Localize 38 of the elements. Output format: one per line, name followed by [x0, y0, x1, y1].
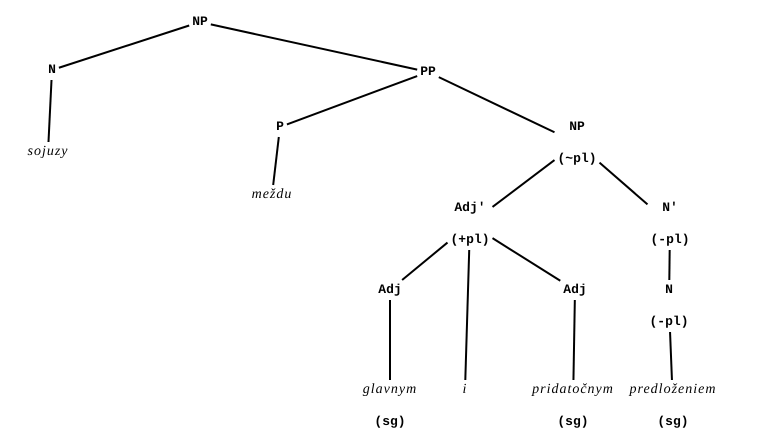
feature-label: (sg)	[657, 414, 689, 430]
category-label: Adj'	[454, 200, 486, 216]
tree-branch	[58, 24, 190, 69]
category-label: N'	[662, 200, 678, 216]
category-label: PP	[420, 64, 436, 80]
category-label: N	[48, 62, 56, 78]
tree-branch	[48, 80, 52, 142]
tree-branch	[389, 300, 391, 380]
word-label: pridatočnym	[532, 382, 614, 398]
feature-label: (+pl)	[450, 232, 490, 248]
feature-label: (~pl)	[558, 151, 596, 167]
word-label: sojuzy	[28, 144, 68, 160]
tree-branch	[210, 23, 418, 71]
tree-branch	[668, 250, 671, 280]
word-label: i	[462, 382, 468, 398]
tree-branch	[272, 136, 280, 186]
category-label: P	[276, 119, 284, 135]
tree-branch	[492, 237, 561, 282]
category-label: NP	[192, 14, 208, 30]
tree-branch	[572, 300, 576, 380]
tree-branch	[401, 242, 448, 281]
word-label: predloženiem	[630, 382, 716, 398]
tree-branch	[438, 76, 555, 134]
tree-branch	[598, 162, 648, 206]
tree-branch	[669, 332, 673, 380]
tree-branch	[492, 159, 556, 208]
feature-label: (sg)	[557, 414, 589, 430]
feature-label: (-pl)	[650, 314, 688, 330]
category-label: NP	[569, 119, 585, 135]
word-label: glavnym	[362, 382, 418, 398]
category-label: Adj	[563, 282, 587, 298]
tree-branch	[464, 250, 470, 380]
feature-label: (-pl)	[650, 232, 690, 248]
category-label: N	[665, 282, 673, 298]
feature-label: (sg)	[374, 414, 406, 430]
category-label: Adj	[378, 282, 402, 298]
word-label: meždu	[252, 187, 292, 203]
tree-branch	[286, 75, 418, 126]
